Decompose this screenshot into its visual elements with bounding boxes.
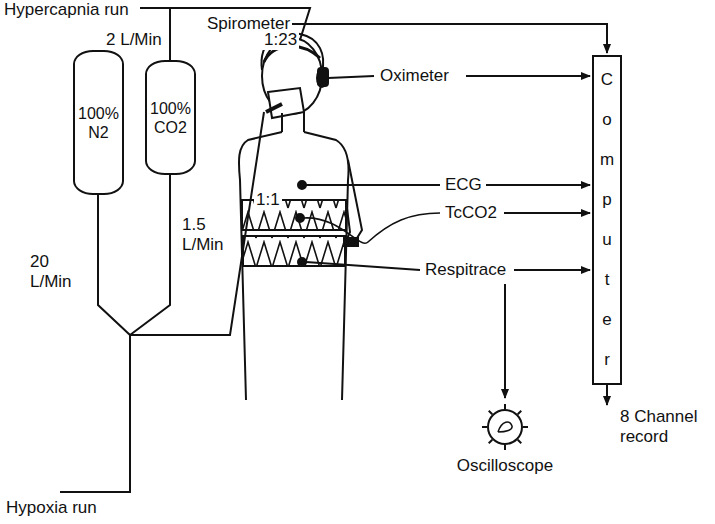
ratio-label: 1:23 — [262, 30, 299, 50]
mouthpiece — [266, 104, 282, 112]
flow-label: 2 L/Min — [104, 30, 164, 50]
run-label: Hypoxia run — [4, 498, 99, 518]
hypoxia-bracket — [60, 335, 130, 492]
ecg-electrode — [298, 181, 306, 189]
oximeter-clip — [318, 68, 328, 86]
ecg-lead — [306, 184, 440, 186]
signal-label: Oximeter — [378, 66, 451, 86]
run-label: Hypercapnia run — [2, 0, 131, 20]
node-text: Oscilloscope — [450, 456, 560, 476]
node-text: 100% CO2 — [149, 99, 192, 137]
signal-label: Respitrace — [423, 260, 508, 280]
tcco2-lead — [304, 213, 440, 243]
output-arrow — [606, 385, 608, 405]
respitrace-arrow — [514, 269, 590, 271]
respitrace-band-lower — [243, 236, 345, 266]
face-mask — [268, 88, 304, 118]
n2-line — [98, 195, 130, 335]
signal-label: TcCO2 — [443, 203, 499, 223]
spirometer-line — [292, 24, 607, 53]
output-label: 8 Channel record — [618, 407, 714, 447]
flow-label: 1.5 L/Min — [180, 215, 236, 255]
oscilloscope-dial: Oscilloscope — [450, 400, 560, 480]
respitrace-lead — [306, 262, 420, 270]
oscilloscope-lead — [504, 284, 506, 398]
tcco2-arrow — [504, 212, 590, 214]
node-text: 100% N2 — [77, 104, 120, 142]
tcco2-electrode — [296, 214, 304, 222]
flow-label: 20 L/Min — [28, 252, 84, 292]
dial-symbol — [480, 400, 530, 450]
oximeter-lead — [328, 76, 374, 78]
gas-cylinder: 100% N2 — [73, 50, 124, 195]
ecg-arrow — [486, 184, 590, 186]
ear — [317, 69, 327, 87]
respitrace-connector — [298, 258, 306, 266]
ratio-label: 1:1 — [254, 190, 282, 210]
torso — [239, 132, 349, 400]
co2-feed-line — [169, 8, 171, 60]
computer-box: Computer — [592, 55, 622, 385]
gas-cylinder: 100% CO2 — [145, 60, 196, 175]
neck — [282, 112, 304, 132]
co2-line — [130, 175, 170, 335]
oximeter-arrow — [466, 75, 590, 77]
signal-label: ECG — [443, 175, 484, 195]
vertical-text: Computer — [600, 60, 614, 380]
